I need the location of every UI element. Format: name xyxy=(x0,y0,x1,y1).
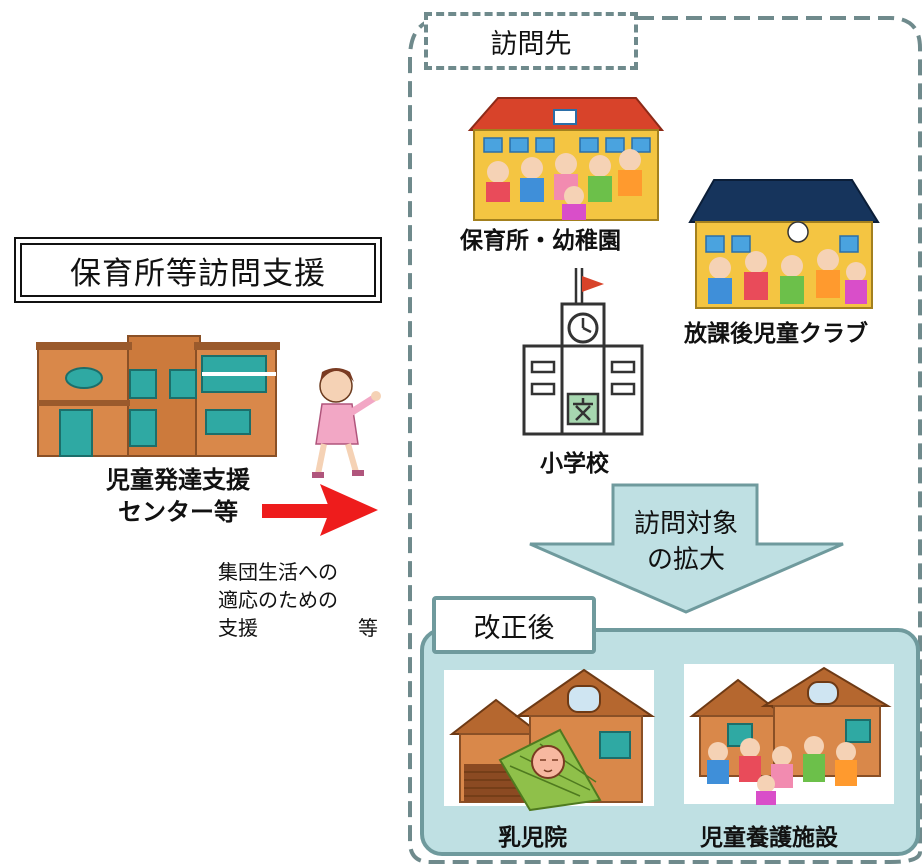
title-box: 保育所等訪問支援 xyxy=(14,237,382,303)
support-staff-person-icon xyxy=(312,368,381,478)
foster-facility-label: 児童養護施設 xyxy=(700,825,838,851)
support-text: 集団生活への 適応のための 支援 等 xyxy=(218,558,378,642)
infant-home-building-icon xyxy=(444,668,656,812)
expansion-text-line2: の拡大 xyxy=(646,545,725,575)
after-school-club-label: 放課後児童クラブ xyxy=(684,321,868,347)
foster-facility-building-icon xyxy=(684,664,894,805)
support-text-line3-a: 支援 xyxy=(218,616,258,640)
revised-header: 改正後 xyxy=(432,596,596,654)
elementary-school-building-icon xyxy=(522,268,644,436)
expansion-arrow xyxy=(529,483,844,614)
expansion-text-line1: 訪問対象 xyxy=(633,509,738,539)
support-text-line3-b: 等 xyxy=(358,616,378,640)
red-arrow-icon xyxy=(262,484,378,536)
revised-header-text: 改正後 xyxy=(473,612,555,644)
destination-header: 訪問先 xyxy=(424,12,638,70)
provider-label-line1: 児童発達支援 xyxy=(106,466,250,494)
support-center-building-icon xyxy=(36,335,280,457)
expansion-text: 訪問対象 の拡大 xyxy=(606,506,766,578)
support-text-line2: 適応のための xyxy=(218,588,338,612)
page-title: 保育所等訪問支援 xyxy=(20,243,376,297)
destination-header-text: 訪問先 xyxy=(490,28,572,60)
destination-region-border xyxy=(408,16,922,864)
provider-label: 児童発達支援 センター等 xyxy=(40,464,316,528)
after-school-club-building-icon xyxy=(688,179,880,309)
nursery-building-icon xyxy=(467,97,665,221)
provider-label-line2: センター等 xyxy=(118,498,238,526)
nursery-label: 保育所・幼稚園 xyxy=(460,228,621,254)
support-text-line3: 支援 等 xyxy=(218,614,378,642)
elementary-school-label: 小学校 xyxy=(540,451,609,477)
infant-home-label: 乳児院 xyxy=(498,825,567,851)
support-text-line1: 集団生活への xyxy=(218,560,338,584)
